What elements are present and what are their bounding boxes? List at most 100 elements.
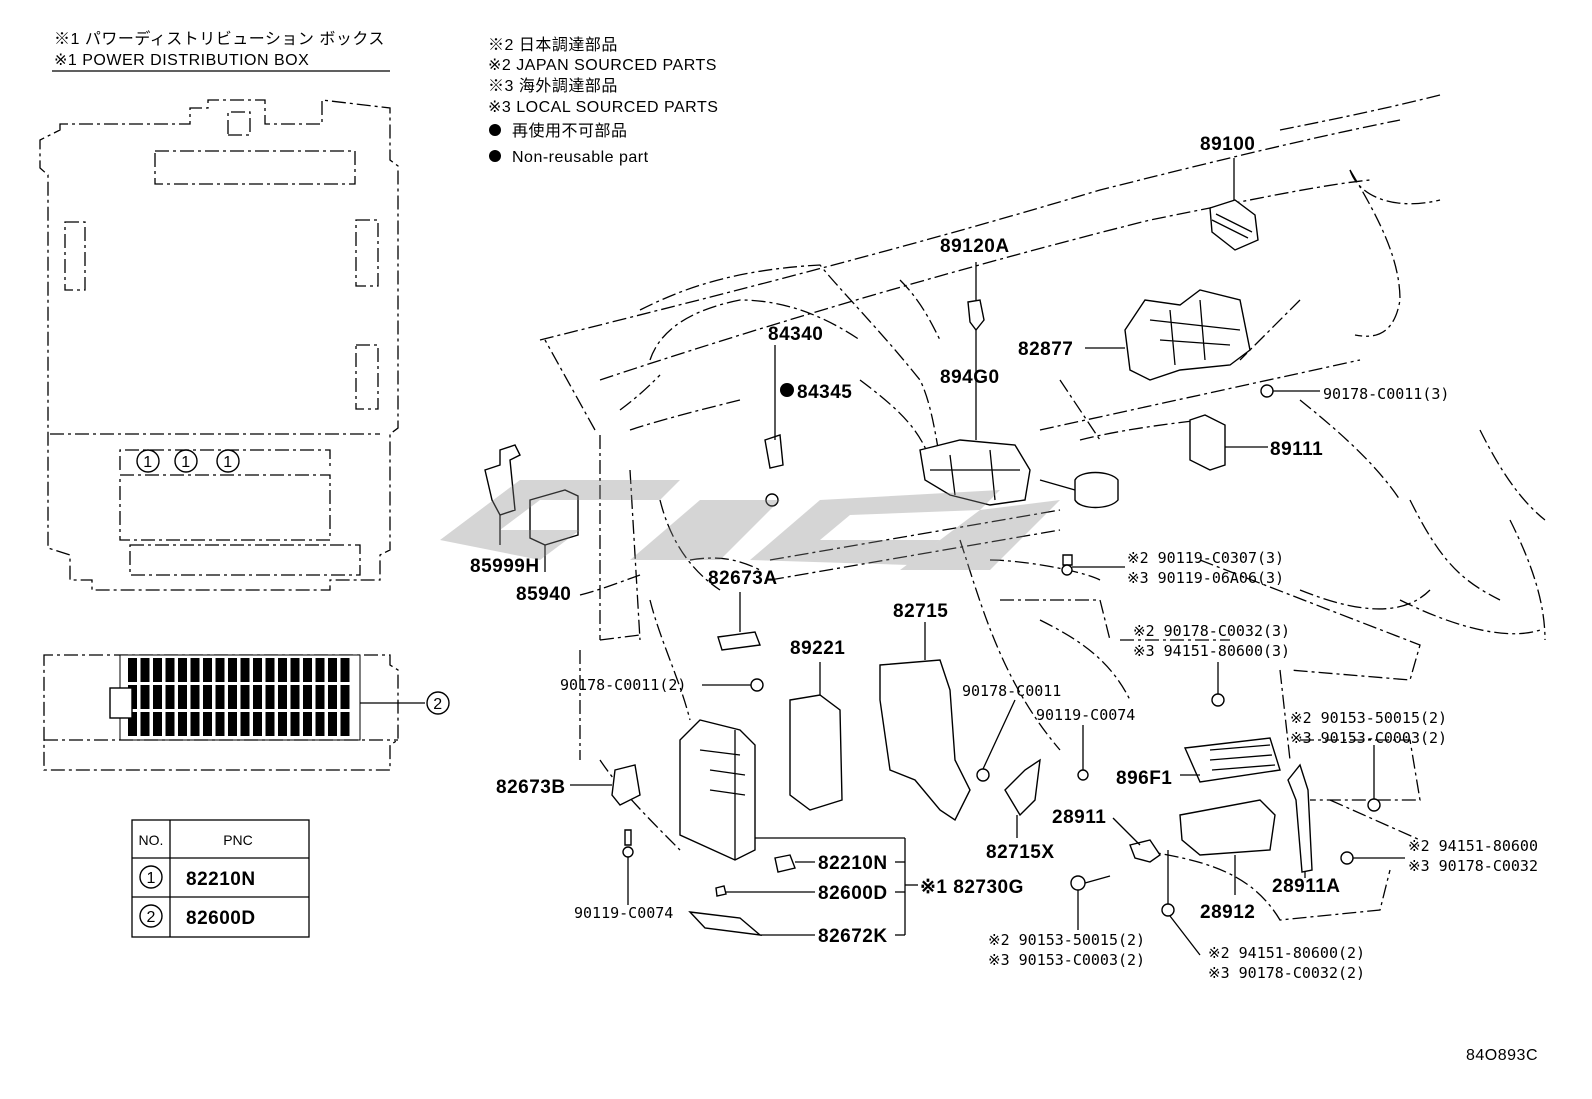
label-89111: 89111 — [1270, 439, 1323, 460]
label-894G0: 894G0 — [940, 367, 1000, 388]
fuse-slot — [240, 712, 250, 736]
label-82877: 82877 — [1018, 339, 1073, 360]
fuse-slot — [178, 712, 187, 736]
box-title-en: ※1 POWER DISTRIBUTION BOX — [54, 52, 309, 69]
label-90178-C0011-2: 90178-C0011(2) — [560, 676, 686, 694]
part-896F1-shape — [1180, 737, 1281, 783]
fuse-slot — [153, 658, 162, 682]
fuse-slot — [265, 712, 275, 736]
fuse-marker-1c: 1 — [216, 449, 240, 473]
table-header-pnc: PNC — [223, 832, 253, 848]
part-89120A-shape — [967, 262, 985, 440]
label-90153-C0003-r: ※3 90153-C0003(2) — [1290, 729, 1447, 747]
part-90153-b-shape — [1070, 875, 1111, 930]
legend-line: ※3 海外調達部品 — [488, 77, 618, 95]
fuse-slot — [315, 658, 325, 682]
label-94151-80600-3: ※3 94151-80600(3) — [1133, 642, 1290, 660]
fuse-slot — [315, 712, 325, 736]
fuse-slot — [178, 685, 187, 709]
legend-line: 再使用不可部品 — [512, 122, 628, 140]
fuse-slot — [265, 658, 275, 682]
fuse-slot — [265, 685, 275, 709]
fuse-slot — [253, 658, 262, 682]
fuse-slot — [228, 658, 237, 682]
label-90178-C0032-r: ※3 90178-C0032 — [1408, 857, 1538, 875]
svg-text:2: 2 — [433, 696, 442, 713]
part-90178-C0011-shape — [976, 699, 1089, 782]
label-89221: 89221 — [790, 638, 845, 659]
fuse-slot — [203, 685, 212, 709]
label-28911: 28911 — [1052, 807, 1106, 828]
table-row-no: 2 — [147, 909, 156, 926]
fuse-slot — [165, 658, 175, 682]
legend-line: ※3 LOCAL SOURCED PARTS — [488, 99, 718, 116]
table-header-no: NO. — [139, 832, 164, 848]
part-82600D-shape — [715, 885, 815, 897]
fuse-slot — [178, 658, 187, 682]
fuse-marker-1b: 1 — [174, 449, 198, 473]
table-row-pnc: 82210N — [186, 869, 256, 890]
label-90119-C0074-b: 90119-C0074 — [574, 904, 673, 922]
part-90178-C0011-2-shape — [702, 678, 764, 692]
fuse-slot — [340, 712, 350, 736]
svg-text:1: 1 — [181, 454, 190, 471]
fuse-slot — [278, 712, 287, 736]
label-82715X: 82715X — [986, 842, 1055, 863]
label-85999H: 85999H — [470, 556, 540, 577]
label-28911A: 28911A — [1272, 876, 1341, 897]
fuse-slot — [290, 658, 300, 682]
label-84345: 84345 — [797, 382, 852, 403]
part-94151-b-shape — [1161, 850, 1201, 956]
part-90119-C0307-shape — [1061, 554, 1125, 576]
part-90178-C0032-3-shape — [1211, 662, 1225, 707]
part-labels: 89100 89120A 82877 84340 84345 894G0 901… — [470, 134, 1538, 1064]
fuse-slot — [303, 712, 312, 736]
fuse-slot — [315, 685, 325, 709]
label-82672K: 82672K — [818, 926, 888, 947]
legend-line: Non-reusable part — [512, 149, 649, 166]
part-82730G-shape — [679, 719, 906, 935]
fuse-slot — [140, 712, 150, 736]
fuse-marker-2: 2 — [426, 691, 450, 715]
part-90178-C0011-3-shape — [1260, 384, 1320, 398]
fuse-slot — [203, 658, 212, 682]
fuse-slot — [203, 712, 212, 736]
part-28911-shape — [1112, 817, 1161, 863]
part-82877-shape — [1085, 289, 1251, 381]
fuse-slot — [128, 712, 137, 736]
label-82715: 82715 — [893, 601, 948, 622]
fuse-slot — [128, 658, 137, 682]
part-28911A-shape — [1287, 763, 1313, 878]
fuse-slot — [153, 712, 162, 736]
fuse-slot — [328, 685, 337, 709]
fuse-slot — [290, 712, 300, 736]
part-85999H-shape — [484, 444, 521, 545]
part-82672K-shape — [688, 911, 815, 936]
label-90119-06A06: ※3 90119-06A06(3) — [1127, 569, 1284, 587]
pnc-table: NO. PNC 1 82210N 2 82600D — [131, 819, 310, 938]
fuse-slot — [328, 712, 337, 736]
fuse-slot — [240, 658, 250, 682]
box-title-jp: ※1 パワーディストリビューション ボックス — [54, 29, 385, 48]
fuse-slot — [165, 685, 175, 709]
part-28912-shape — [1179, 799, 1276, 895]
fuse-slot — [253, 712, 262, 736]
label-90178-C0032-3: ※2 90178-C0032(3) — [1133, 622, 1290, 640]
legend-line: ※2 日本調達部品 — [488, 36, 618, 54]
label-82730G: ※1 82730G — [920, 877, 1024, 898]
fuse-slot — [215, 685, 225, 709]
fuse-slot — [290, 685, 300, 709]
diagram-code: 84O893C — [1466, 1047, 1538, 1064]
fuse-slot — [328, 658, 337, 682]
fuse-slot — [140, 658, 150, 682]
fuse-slot — [278, 685, 287, 709]
part-82715X-shape — [1004, 758, 1041, 838]
fuse-slot — [215, 658, 225, 682]
part-82715-shape — [879, 622, 971, 822]
part-82673A-shape — [717, 592, 761, 651]
fuse-slot — [228, 712, 237, 736]
label-28912: 28912 — [1200, 902, 1255, 923]
label-82210N: 82210N — [818, 853, 888, 874]
fuse-slot — [140, 685, 150, 709]
